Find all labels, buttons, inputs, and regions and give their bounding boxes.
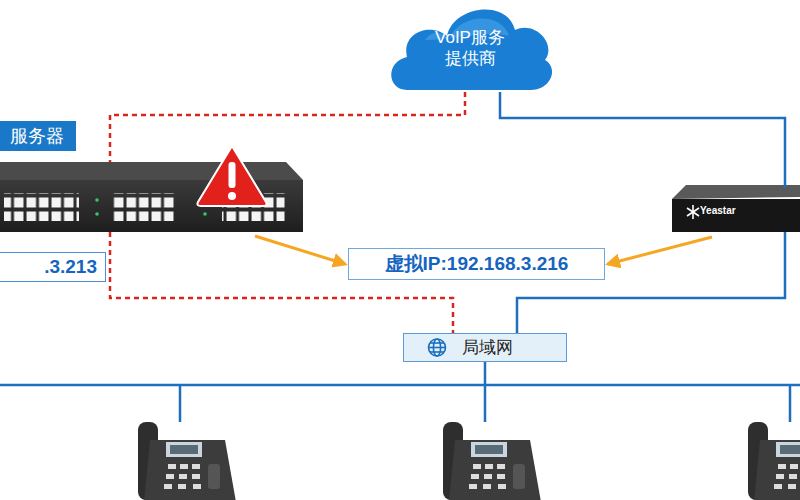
status-led [95, 198, 99, 202]
ip-phone [748, 422, 800, 500]
globe-icon [430, 351, 444, 353]
server-device: 服务器.3.213 [0, 162, 303, 232]
rack-top [0, 162, 303, 180]
warning-mark [229, 162, 236, 188]
brand-label: Yeastar [700, 205, 736, 217]
globe-icon [429, 339, 446, 356]
warning-symbol [197, 146, 266, 206]
ip-phone [138, 422, 236, 500]
virtual-ip-label: 虚拟IP:192.168.3.216 [349, 249, 604, 279]
lan-link [517, 232, 785, 333]
backup-device: Yeastar [672, 188, 800, 232]
dashed-link [110, 92, 465, 162]
globe-icon [429, 347, 446, 349]
phone-wire [789, 385, 792, 422]
dashed-link [110, 232, 453, 333]
phone-wire [179, 385, 182, 422]
cloud-node: VoIP服务 提供商 [385, 0, 555, 92]
trunk-link [500, 92, 785, 188]
status-led [203, 212, 207, 216]
cloud-label: VoIP服务 提供商 [427, 27, 513, 69]
globe-icon [433, 339, 440, 356]
failover-arrow [608, 237, 712, 264]
phone-wire [484, 362, 487, 422]
globe-icon [430, 342, 444, 344]
lan-bus-wire [0, 384, 800, 387]
lan-label: 局域网 [462, 334, 513, 361]
port-group [4, 193, 79, 221]
globe-icon [429, 339, 446, 356]
ip-label: .3.213 [0, 252, 106, 282]
warning-mark [228, 192, 236, 200]
cloud-shape [391, 9, 552, 90]
status-led [95, 212, 99, 216]
lan-box: 局域网 [403, 333, 567, 362]
brand-logo [687, 208, 699, 216]
port-group [113, 193, 176, 221]
device-front [672, 199, 800, 232]
brand-logo [687, 205, 699, 219]
brand-logo [687, 208, 699, 216]
device-top [672, 185, 800, 199]
virtual-ip-box: 虚拟IP:192.168.3.216 [348, 248, 605, 280]
ip-phone [443, 422, 541, 500]
server-label: 服务器 [0, 121, 76, 151]
failover-arrow [255, 236, 345, 264]
